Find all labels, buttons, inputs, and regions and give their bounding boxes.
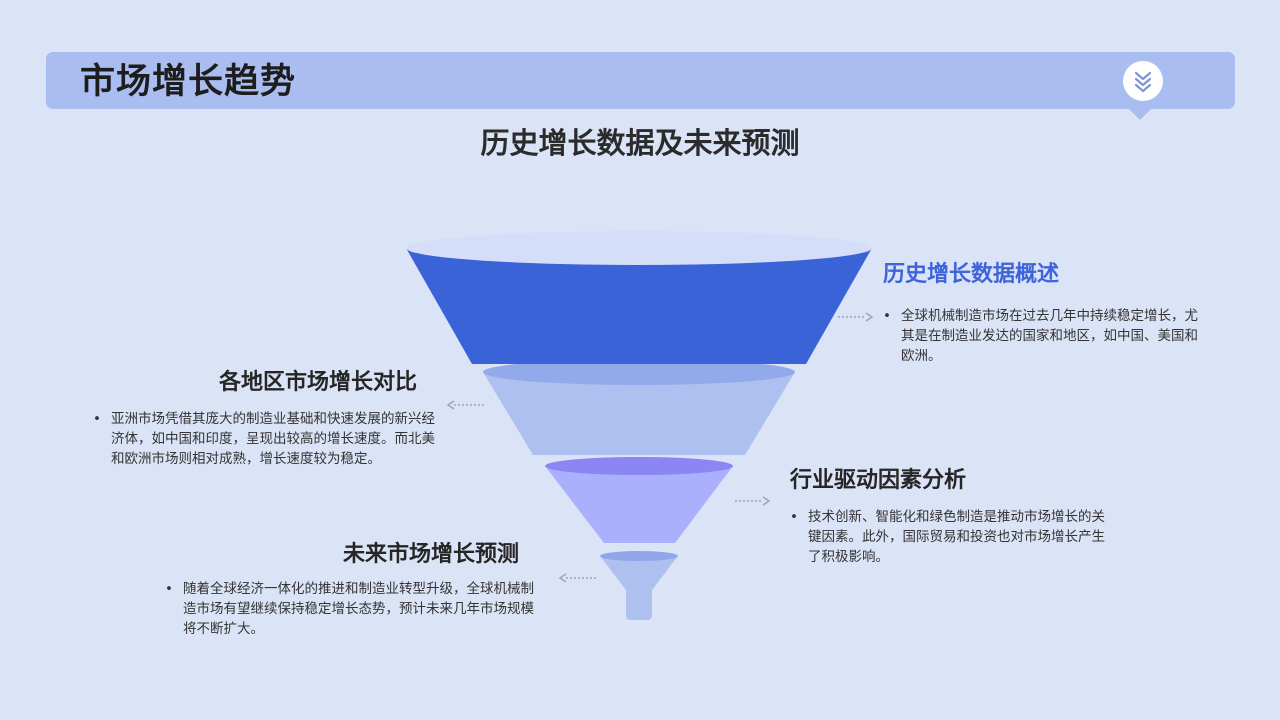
header-bar [46, 52, 1235, 109]
arrow-left-icon [446, 400, 484, 410]
forecast-section-text: • 随着全球经济一体化的推进和制造业转型升级，全球机械制造市场有望继续保持稳定增… [165, 581, 534, 637]
arrow-right-icon [735, 496, 771, 506]
page-title: 市场增长趋势 [80, 62, 297, 102]
bullet: • [883, 308, 891, 324]
drivers-section-text: • 技术创新、智能化和绿色制造是推动市场增长的关键因素。此外，国际贸易和投资也对… [790, 509, 1105, 565]
regions-section-title: 各地区市场增长对比 [219, 370, 418, 395]
history-section-text: • 全球机械制造市场在过去几年中持续稳定增长，尤其是在制造业发达的国家和地区，如… [883, 308, 1198, 364]
bullet: • [790, 509, 798, 525]
drivers-section-title: 行业驱动因素分析 [790, 468, 967, 493]
regions-section-text: • 亚洲市场凭借其庞大的制造业基础和快速发展的新兴经济体，如中国和印度，呈现出较… [93, 411, 435, 467]
bullet: • [165, 581, 173, 597]
history-section-title: 历史增长数据概述 [883, 262, 1060, 287]
double-chevron-down-icon[interactable] [1123, 61, 1163, 101]
funnel-layer-3 [545, 457, 733, 543]
arrow-left-icon [838, 312, 874, 322]
header-pointer [1128, 108, 1152, 120]
funnel-layer-2 [483, 359, 795, 455]
bullet: • [93, 411, 101, 427]
subtitle: 历史增长数据及未来预测 [480, 126, 800, 160]
funnel-layer-1 [406, 231, 872, 364]
funnel-layer-4 [600, 551, 678, 620]
forecast-section-title: 未来市场增长预测 [343, 542, 520, 567]
arrow-left-icon [558, 573, 596, 583]
